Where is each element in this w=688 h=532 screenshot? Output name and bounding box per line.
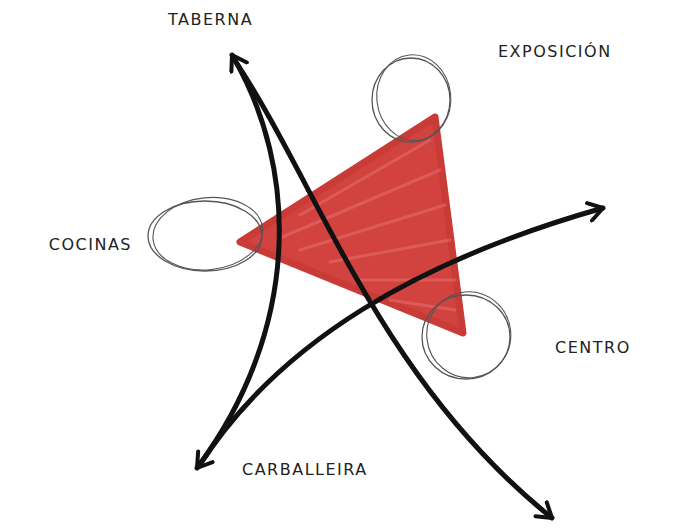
sketch-circle xyxy=(146,198,264,274)
place-label: TABERNA xyxy=(168,10,253,29)
circle-node: COCINAS xyxy=(146,198,264,274)
place-label: CARBALLEIRA xyxy=(242,460,368,479)
route-arrows xyxy=(197,55,603,518)
circle-node: EXPOSICIÓN xyxy=(370,55,452,145)
node-label: EXPOSICIÓN xyxy=(498,42,612,61)
sketch-circle xyxy=(370,55,452,145)
node-label: CENTRO xyxy=(555,338,631,357)
node-label: COCINAS xyxy=(49,235,132,254)
sketch-circle xyxy=(420,292,512,382)
circle-node: CENTRO xyxy=(420,292,512,382)
